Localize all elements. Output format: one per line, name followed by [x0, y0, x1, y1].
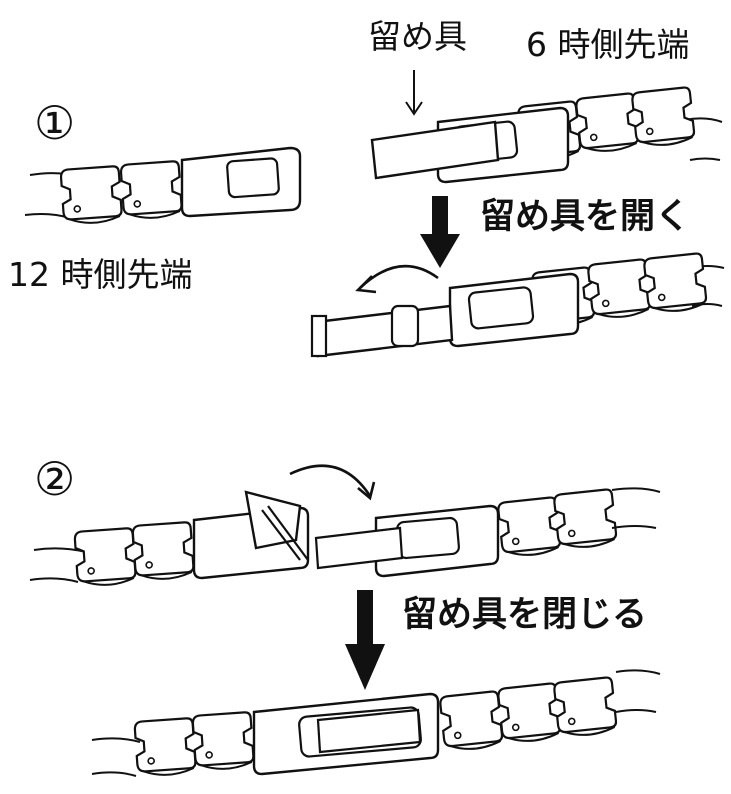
label-clasp: 留め具 — [368, 17, 467, 56]
bracelet-12oclock-side — [24, 146, 302, 226]
label-6oclock-end: 6 時側先端 — [526, 25, 690, 64]
label-close-clasp: 留め具を閉じる — [402, 595, 648, 635]
step-1-marker: ① — [34, 96, 76, 150]
bracelet-closed — [91, 669, 661, 778]
down-arrow-close — [345, 590, 385, 690]
curved-arrow-close — [289, 464, 372, 497]
label-open-clasp: 留め具を開く — [480, 197, 691, 237]
step-2-marker: ② — [34, 452, 76, 506]
label-12oclock-end: 12 時側先端 — [8, 255, 193, 294]
bracelet-6oclock-side-closed — [370, 85, 723, 184]
bracelet-joining — [29, 487, 661, 588]
down-arrow-open — [420, 196, 460, 268]
bracelet-clasp-opened — [310, 251, 725, 358]
